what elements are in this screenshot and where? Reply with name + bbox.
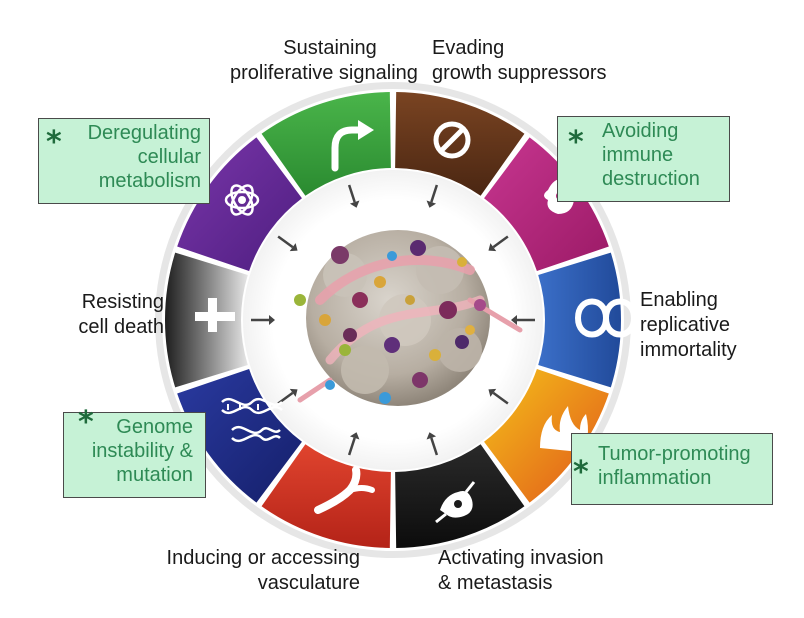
segment-evading [395,92,525,196]
arrow-up-right-icon [331,120,374,172]
asterisk-metabolism: * [46,125,62,160]
arrow-head-avoiding-immune [488,243,497,252]
label-metabolism-line-3: metabolism [98,170,201,192]
label-cell-death-line-2: cell death [78,316,164,338]
prohibited-sign-icon [433,121,471,159]
arrow-head-evading [426,200,437,208]
segment-avoiding-immune [484,137,609,272]
label-invasion-line-2: & metastasis [438,572,553,594]
label-evading-line-1: Evading [432,37,505,59]
migrating-cell-icon [435,481,476,524]
label-invasion-line-1: Activating invasion [438,547,604,569]
label-invasion: Activating invasion & metastasis [438,546,604,596]
box-metabolism: Deregulating cellular metabolism [38,118,210,204]
label-evading-line-2: growth suppressors [432,62,607,84]
arrow-head-vasculature [349,432,360,440]
label-evading: Evading growth suppressors [432,36,607,86]
label-genome-line-3: mutation [116,464,193,486]
label-genome-line-2: instability & [91,440,193,462]
arrows-group [251,184,535,456]
label-replicative-line-3: immortality [640,339,737,361]
label-sustaining-line-1: Sustaining [283,37,377,59]
label-vasculature-line-1: Inducing or accessing [166,547,360,569]
label-cell-death-line-1: Resisting [81,291,164,313]
atom-icon [224,184,260,216]
label-genome-line-1: Genome [116,416,193,438]
cross-icon [195,298,235,332]
segment-metabolism [177,137,302,272]
label-cell-death: Resisting cell death [50,290,164,340]
arrow-invasion [430,437,439,456]
label-immune-line-3: destruction [602,168,700,190]
asterisk-genome: * [78,405,94,440]
label-immune-line-1: Avoiding [602,120,679,142]
arrow-sustaining [347,184,356,203]
segment-genome [177,368,302,503]
segment-sustaining [261,92,391,196]
infinity-icon [574,298,638,338]
arrow-metabolism [277,235,294,249]
dna-helix-icon [221,397,283,443]
arrow-head-replicative [511,315,517,325]
tumor-illustration [294,230,523,406]
label-replicative: Enabling replicative immortality [640,288,737,363]
box-inflammation: Tumor-promoting inflammation [571,433,773,505]
arrow-head-inflammation [488,388,497,397]
label-vasculature-line-2: vasculature [257,572,360,594]
label-replicative-line-2: replicative [640,314,731,336]
label-vasculature: Inducing or accessing vasculature [140,546,360,596]
arrow-evading [430,184,439,203]
label-replicative-line-1: Enabling [640,289,718,311]
arrow-head-genome [289,388,298,397]
arrow-avoiding-immune [492,235,509,249]
label-inflammation-line-1: Tumor-promoting [598,443,751,465]
arrow-vasculature [347,437,356,456]
arrow-head-metabolism [289,243,298,252]
arrow-head-sustaining [349,200,360,208]
arrow-head-cell-death [269,315,275,325]
label-sustaining: Sustaining proliferative signaling [230,36,418,86]
asterisk-inflammation: * [573,455,589,490]
label-metabolism-line-1: Deregulating [87,122,201,144]
box-genome: Genome instability & mutation [63,412,206,498]
arrow-inflammation [492,391,509,405]
blood-vessel-icon [314,466,375,514]
label-inflammation-line-2: inflammation [598,467,712,489]
label-sustaining-line-2: proliferative signaling [230,62,418,84]
asterisk-immune: * [568,125,584,160]
arrow-head-invasion [426,432,437,440]
label-immune-line-2: immune [602,144,674,166]
label-metabolism-line-2: cellular [137,146,201,168]
box-avoiding-immune: Avoiding immune destruction [557,116,730,202]
